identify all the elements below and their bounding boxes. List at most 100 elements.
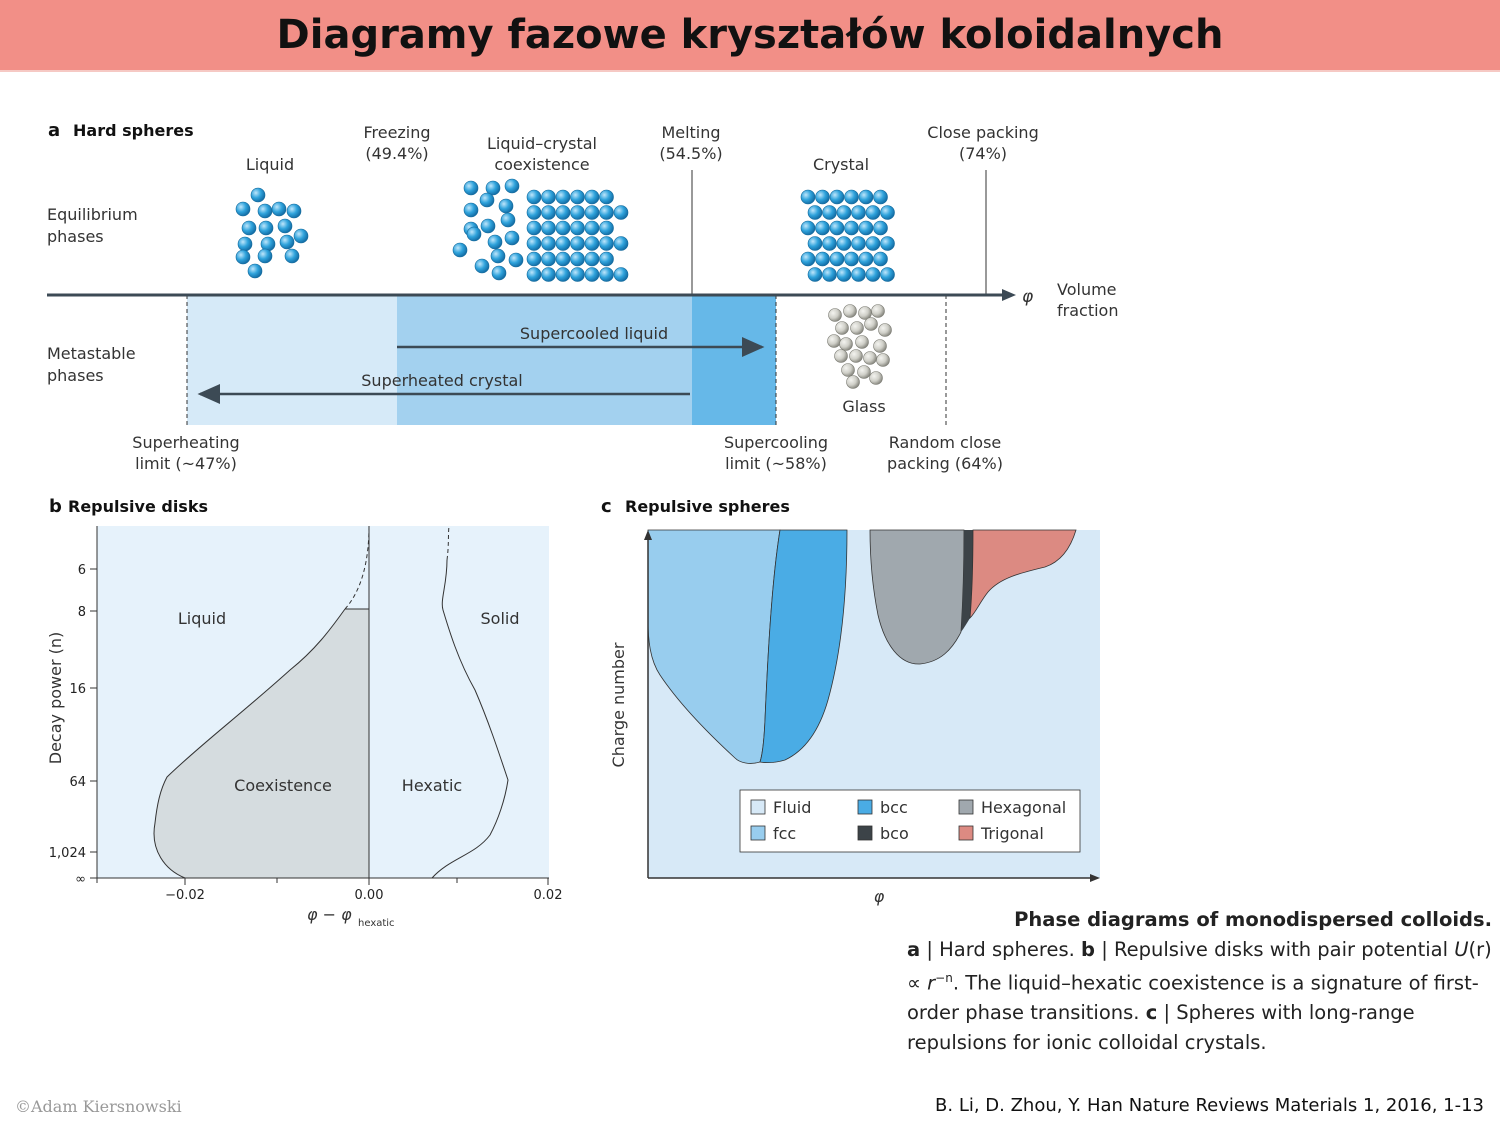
coexistence-particle [498,198,514,214]
coexistence-particle [508,252,524,268]
legend-label: bcc [880,798,908,817]
crystal-particle [865,236,881,251]
glass-particle [876,353,890,367]
hexatic-region-label: Hexatic [402,776,462,795]
legend-label: Hexagonal [981,798,1066,817]
crystal-particle [822,267,837,282]
glass-particle [857,365,871,379]
coexistence-particle [599,189,614,205]
coexistence-particle [504,230,520,246]
legend-swatch [750,799,766,815]
crystal-particle [836,267,852,282]
crystal-particle [873,189,888,205]
glass-particle [849,349,863,363]
y-tick-label: 64 [69,775,86,790]
liquid-particle [257,248,273,264]
coexistence-particle [541,251,556,267]
liquid-particle [235,201,251,217]
coexistence-region [154,609,369,878]
coexistence-particle [541,220,556,236]
crystal-particle [836,236,852,251]
liquid-particle [260,236,276,252]
coexistence-particle [570,236,585,251]
coexistence-particle [613,236,629,251]
liquid-particle [241,220,257,236]
liquid-particle [250,187,266,203]
freezing-label-1: Freezing [363,123,430,142]
coexistence-label-1: Liquid–crystal [487,134,597,153]
volume-fraction-label-2: fraction [1057,301,1118,320]
trigonal-region [969,529,1077,620]
random-close-packing-label-2: packing (64%) [887,454,1003,473]
coexistence-particles [452,178,629,282]
coexistence-region-label: Coexistence [234,776,332,795]
crystal-particle [822,205,837,220]
coexistence-particle [555,189,571,205]
liquid-particle [293,228,309,244]
liquid-particles [235,187,309,279]
glass-label: Glass [842,397,885,416]
coexistence-particle [463,202,479,218]
caption-formula-prop: ∝ [907,971,928,995]
freezing-label-2: (49.4%) [365,144,428,163]
coexistence-particle [613,267,629,282]
coexistence-particle [485,180,501,196]
hexagonal-region [869,529,965,665]
panel-c-repulsive-spheres: c Repulsive spheres Charge number φ Flui… [601,496,1100,906]
liquid-particle [247,263,263,279]
crystal-particle [807,205,823,220]
supercooling-limit-label-2: limit (~58%) [725,454,827,473]
coexistence-particle [599,236,614,251]
crystal-particles [800,189,895,282]
coexistence-particle [491,265,507,281]
crystal-particle [844,220,859,236]
crystal-particle [829,251,845,267]
caption-c-letter: c [1145,1001,1158,1024]
crystal-particle [829,220,845,236]
slide-title-bar: Diagramy fazowe kryształów koloidalnych [0,0,1500,72]
crystal-particle [800,189,816,205]
panel-c-title: Repulsive spheres [625,497,790,516]
coexistence-particle [584,220,600,236]
x-tick-label: −0.02 [165,888,205,903]
glass-particle [850,321,864,335]
liquid-particle [277,218,293,234]
coexistence-particle [570,220,585,236]
superheating-band [187,295,397,425]
coexistence-particle [555,236,571,251]
coexistence-particle [526,205,542,220]
coexistence-particle [570,189,585,205]
coexistence-particle [487,234,503,250]
panel-a-hard-spheres: a Hard spheres Equilibrium phases Metast… [47,120,1118,473]
crystal-particle [858,251,874,267]
coexistence-particle [452,242,468,258]
crystal-particle [865,267,881,282]
coexistence-particle [555,251,571,267]
y-tick-label: 16 [69,682,86,697]
caption-formula-u: U [1454,937,1469,961]
bco-region [961,530,973,632]
y-axis-label-c: Charge number [609,642,628,767]
glass-particle [846,375,860,389]
coexistence-label-2: coexistence [494,155,589,174]
liquid-particle [257,203,273,219]
caption-c-text: | Spheres with long-range repulsions for… [907,1001,1415,1054]
coexistence-particle [599,267,614,282]
glass-particle [843,304,857,318]
glass-particle [855,335,869,349]
legend-swatch [857,825,873,841]
crystal-particle [844,189,859,205]
solid-boundary [431,559,509,879]
coexistence-particle [490,248,506,264]
superheating-limit-label-1: Superheating [132,433,239,452]
liquid-region-label: Liquid [178,609,226,628]
coexistence-particle [584,236,600,251]
legend-swatch [958,825,974,841]
y-tick-label: 8 [78,605,86,620]
liquid-particle [286,203,302,219]
crystal-particle [865,205,881,220]
glass-particle [873,339,887,353]
